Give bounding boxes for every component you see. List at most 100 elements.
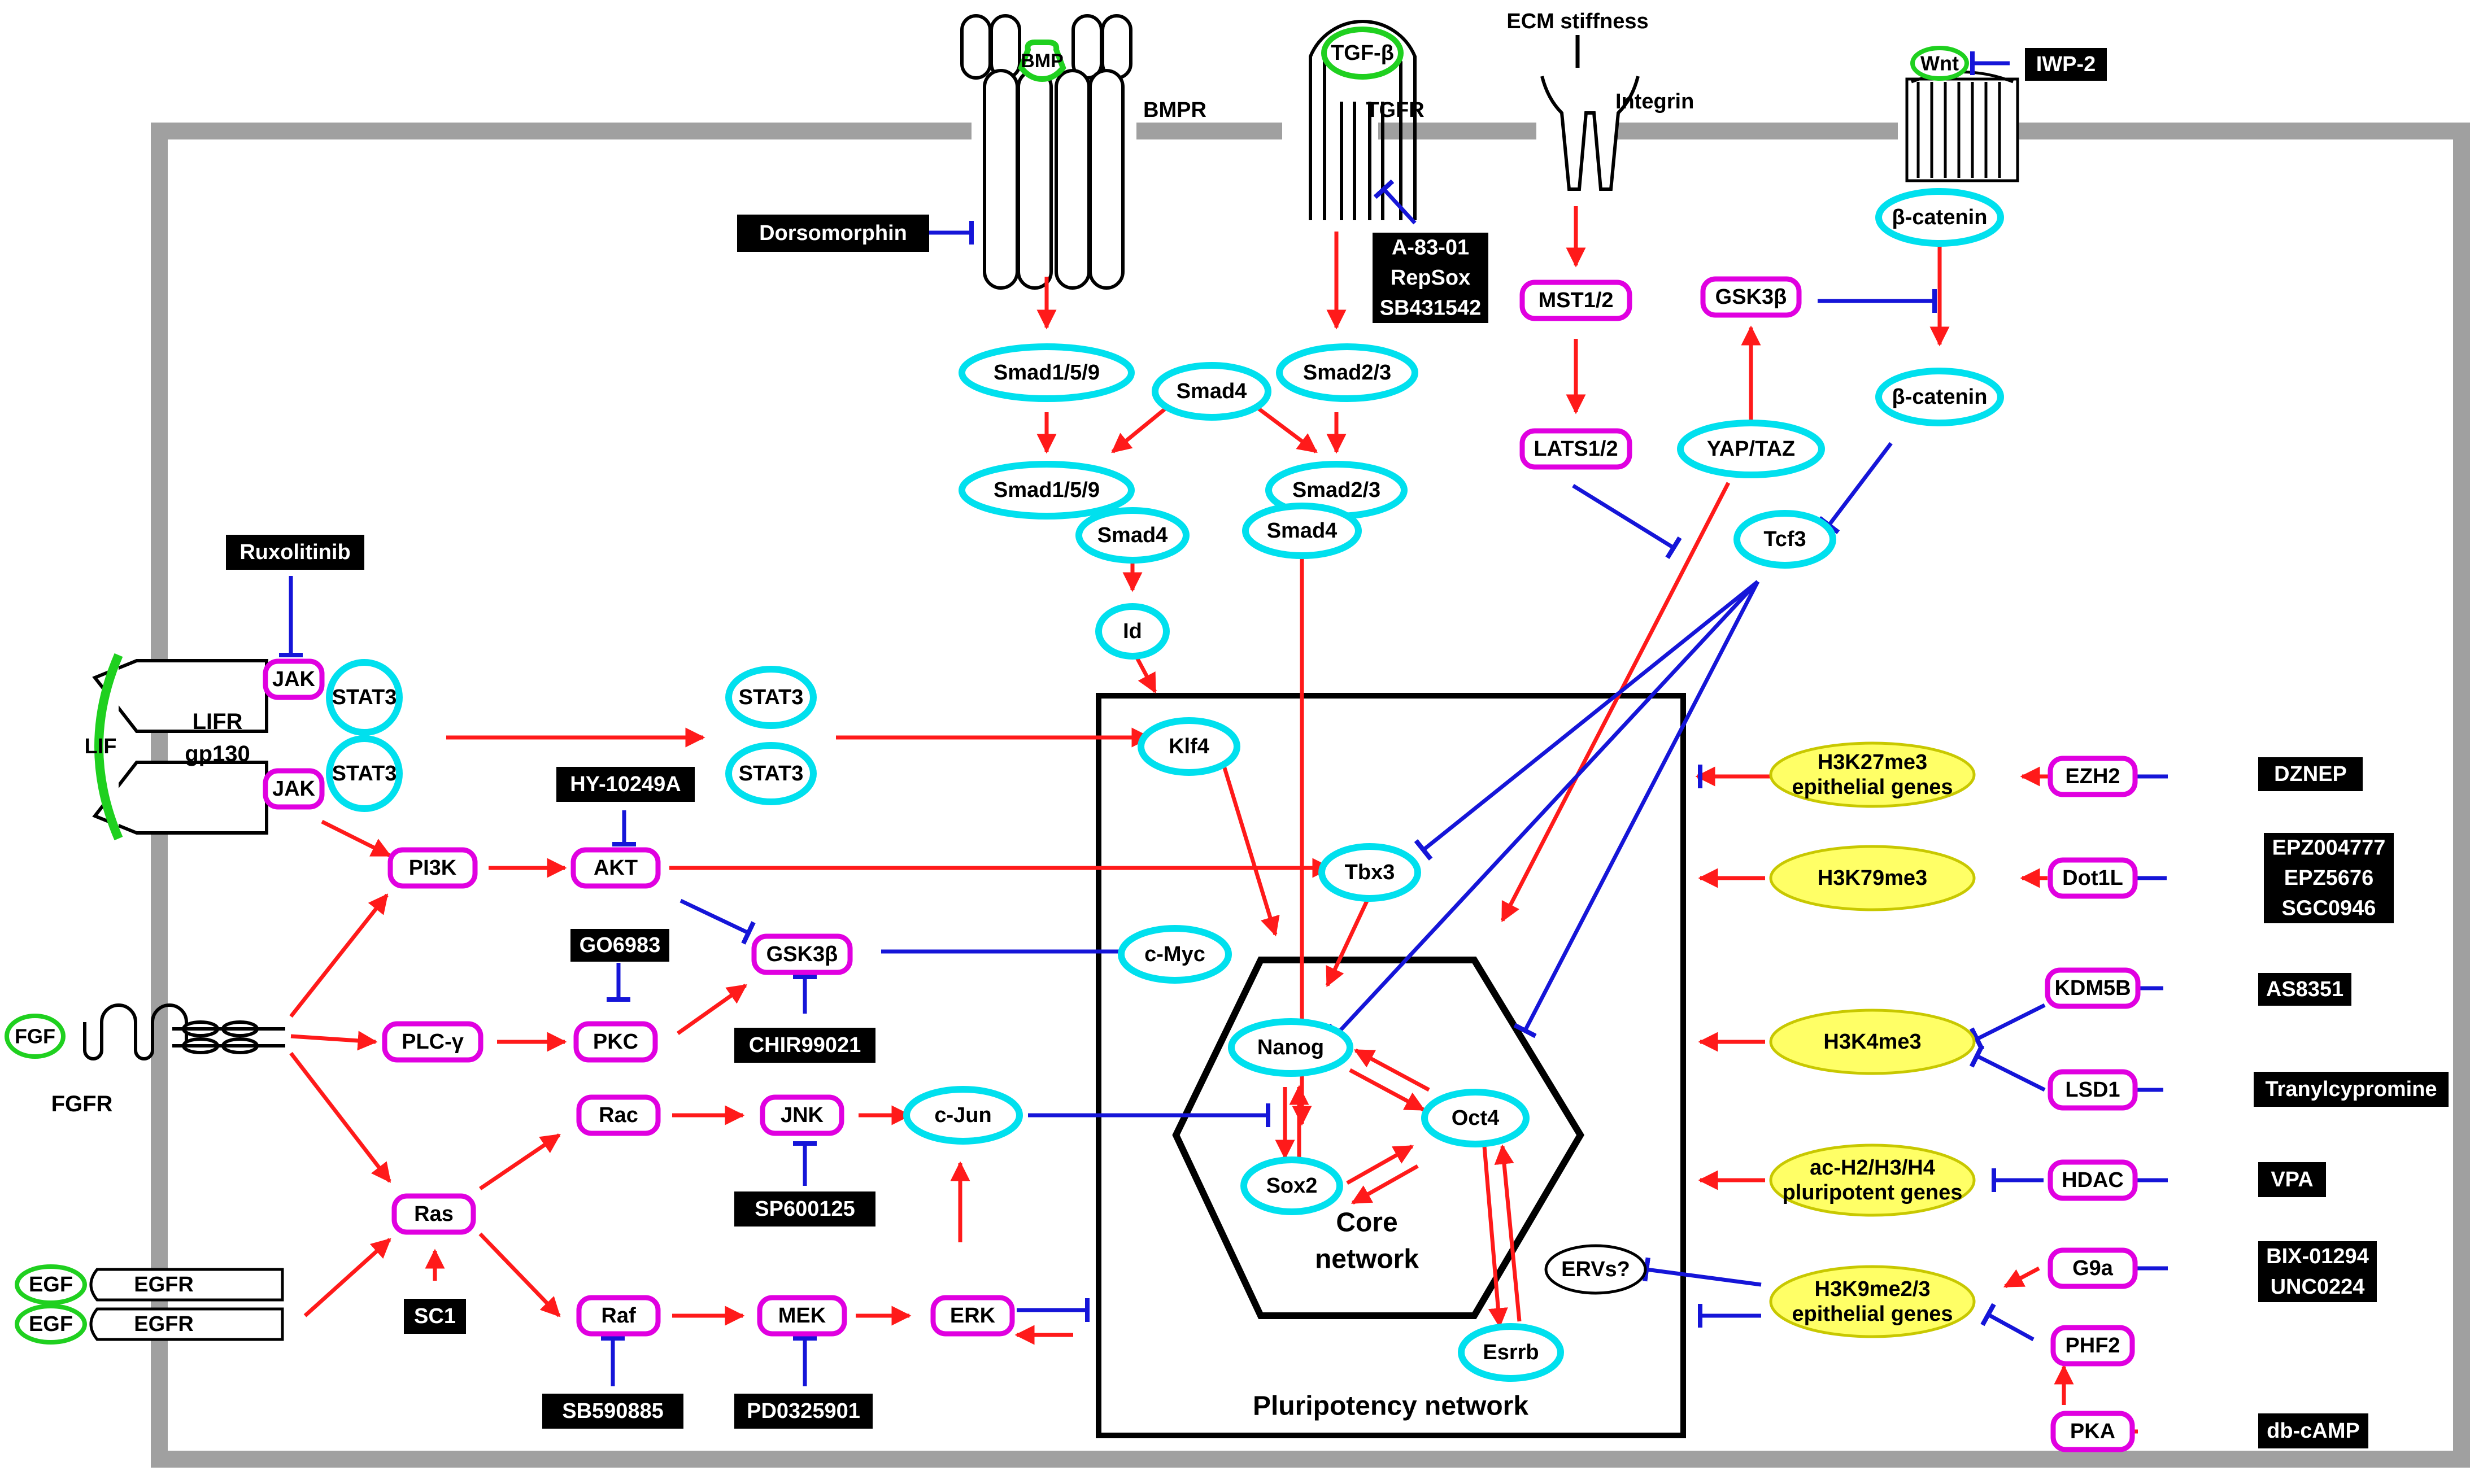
egf2-ligand-icon [15, 1304, 87, 1345]
inhibitor-dbcamp-label: db-cAMP [2267, 1419, 2360, 1443]
factor-bcat2-label: β-catenin [1892, 385, 1988, 409]
kinase-ezh2: EZH2 [2048, 756, 2138, 797]
kinase-kdm5b: KDM5B [2045, 967, 2141, 1009]
factor-stat3_c: STAT3 [725, 666, 817, 729]
kinase-pkc-box [573, 1021, 658, 1063]
inhibitor-iwp2-box [2025, 48, 2107, 81]
histone-h3k79-label: H3K79me3 [1818, 866, 1927, 890]
cell-membrane [151, 123, 2470, 1468]
inhibitor-tgfb_inh-line-2: SB431542 [1380, 296, 1482, 320]
histone-ac-line-1: pluripotent genes [1783, 1181, 1963, 1204]
fgf-ligand-icon [5, 1014, 66, 1059]
inhibitor-chir99021-box [734, 1028, 875, 1063]
histone-ac-shape [1769, 1143, 1976, 1217]
inhibitor-pd0325901: PD0325901 [734, 1394, 873, 1429]
receptor-tgfr-label: TGFR [1366, 98, 1424, 122]
kinase-kdm5b-box [2045, 967, 2141, 1009]
kinase-rac-label: Rac [599, 1103, 638, 1127]
factor-bcat1-shape [1875, 188, 2004, 247]
inhibition-arrows [279, 51, 2168, 1386]
kinase-pkc-label: PKC [593, 1030, 638, 1054]
inhibitor-sp600125: SP600125 [734, 1191, 875, 1227]
kinase-dot1l: Dot1L [2048, 857, 2138, 899]
factor-oct4-label: Oct4 [1452, 1106, 1499, 1130]
factor-sox2-label: Sox2 [1266, 1174, 1318, 1198]
factor-bcat1: β-catenin [1875, 188, 2004, 247]
inhibitor-tgfb_inh-line-0: A-83-01 [1392, 236, 1469, 260]
kinase-gsk3b_right-label: GSK3β [1715, 285, 1787, 309]
ligand-fgf-label: FGF [15, 1025, 55, 1048]
factor-smad4_a-shape [1152, 362, 1271, 421]
factor-stat3_d-shape [725, 742, 817, 805]
kinase-ezh2-box [2048, 756, 2138, 797]
ligand-egf2-label: EGF [29, 1312, 73, 1336]
factor-klf4-shape [1138, 717, 1240, 776]
histone-h3k9-shape [1769, 1265, 1976, 1338]
kinase-rac-box [576, 1094, 661, 1136]
inhibitor-sc1-box [404, 1299, 466, 1334]
egf1-ligand-icon [15, 1264, 87, 1305]
inhibitor-tranylcypromine-label: Tranylcypromine [2265, 1077, 2437, 1101]
tgfb-ligand-icon [1321, 27, 1404, 80]
factor-stat3_a: STAT3 [326, 659, 403, 736]
inhibitor-dorsomorphin: Dorsomorphin [737, 215, 929, 252]
ligand-egf1-label: EGF [29, 1273, 73, 1297]
factor-nanog-label: Nanog [1257, 1036, 1324, 1059]
factor-smad159_b-shape [959, 461, 1135, 520]
kinase-ezh2-label: EZH2 [2065, 765, 2120, 788]
kinase-raf: Raf [576, 1295, 661, 1337]
kinase-mek-box [757, 1295, 847, 1337]
kinase-hdac-box [2048, 1159, 2138, 1201]
kinase-ras-box [391, 1193, 476, 1235]
kinase-akt-box [570, 847, 661, 889]
factor-oct4-shape [1421, 1089, 1530, 1147]
inhibitor-vpa-box [2258, 1162, 2326, 1197]
kinase-pka-label: PKA [2070, 1420, 2115, 1443]
kinase-gsk3b_left: GSK3β [751, 933, 853, 975]
factor-nanog: Nanog [1228, 1018, 1353, 1077]
inhibitor-sp600125-box [734, 1191, 875, 1227]
inhibitor-dznep: DZNEP [2258, 757, 2363, 791]
inhibitor-hy10249a-label: HY-10249A [570, 772, 681, 796]
kinase-erk-label: ERK [950, 1304, 996, 1328]
kinase-phf2-label: PHF2 [2065, 1334, 2120, 1358]
factor-esrrb-label: Esrrb [1483, 1341, 1539, 1364]
kinase-phf2: PHF2 [2050, 1325, 2135, 1367]
factor-stat3_b-label: STAT3 [332, 762, 397, 785]
inhibitor-dznep-box [2258, 757, 2363, 791]
inhibitor-sc1: SC1 [404, 1299, 466, 1334]
core-network-label-line-1: network [1315, 1245, 1419, 1275]
factor-tbx3-label: Tbx3 [1345, 861, 1395, 884]
kinase-plcg-box [382, 1021, 483, 1063]
factor-bcat2: β-catenin [1875, 368, 2004, 426]
inhibitor-go6983-label: GO6983 [580, 933, 661, 957]
inhibitor-tranylcypromine: Tranylcypromine [2254, 1072, 2449, 1107]
histone-h3k4-label: H3K4me3 [1823, 1030, 1921, 1054]
bmp-ligand-icon [1018, 40, 1066, 82]
pluripotency-network-box [1096, 693, 1686, 1438]
ligand-bmp-label: BMP [1021, 50, 1064, 72]
inhibitor-sp600125-label: SP600125 [755, 1197, 855, 1221]
kinase-raf-label: Raf [601, 1304, 636, 1328]
kinase-akt: AKT [570, 847, 661, 889]
ligand-lif-label: LIF [85, 735, 117, 758]
factor-yaptaz-label: YAP/TAZ [1707, 437, 1795, 461]
factor-tbx3-shape [1318, 843, 1421, 902]
kinase-jak1: JAK [263, 658, 325, 700]
factor-oct4: Oct4 [1421, 1089, 1530, 1147]
inhibitor-sc1-label: SC1 [414, 1304, 456, 1328]
inhibitor-sb590885-box [542, 1394, 683, 1429]
fgfr-receptor [83, 1003, 285, 1060]
kinase-plcg-label: PLC-γ [402, 1030, 464, 1054]
kinase-jnk-box [760, 1094, 844, 1136]
receptor-egfr2-label: EGFR [134, 1312, 194, 1336]
histone-h3k79-shape [1769, 845, 1976, 911]
factor-bcat2-shape [1875, 368, 2004, 426]
kinase-g9a-box [2048, 1247, 2138, 1289]
kinase-gsk3b_left-box [751, 933, 853, 975]
kinase-mst12: MST1/2 [1519, 280, 1632, 321]
core-network-hexagon [1172, 957, 1584, 1319]
kinase-mek-label: MEK [778, 1304, 826, 1328]
inhibitor-dot1l_inh-line-1: EPZ5676 [2284, 866, 2373, 890]
kinase-plcg: PLC-γ [382, 1021, 483, 1063]
